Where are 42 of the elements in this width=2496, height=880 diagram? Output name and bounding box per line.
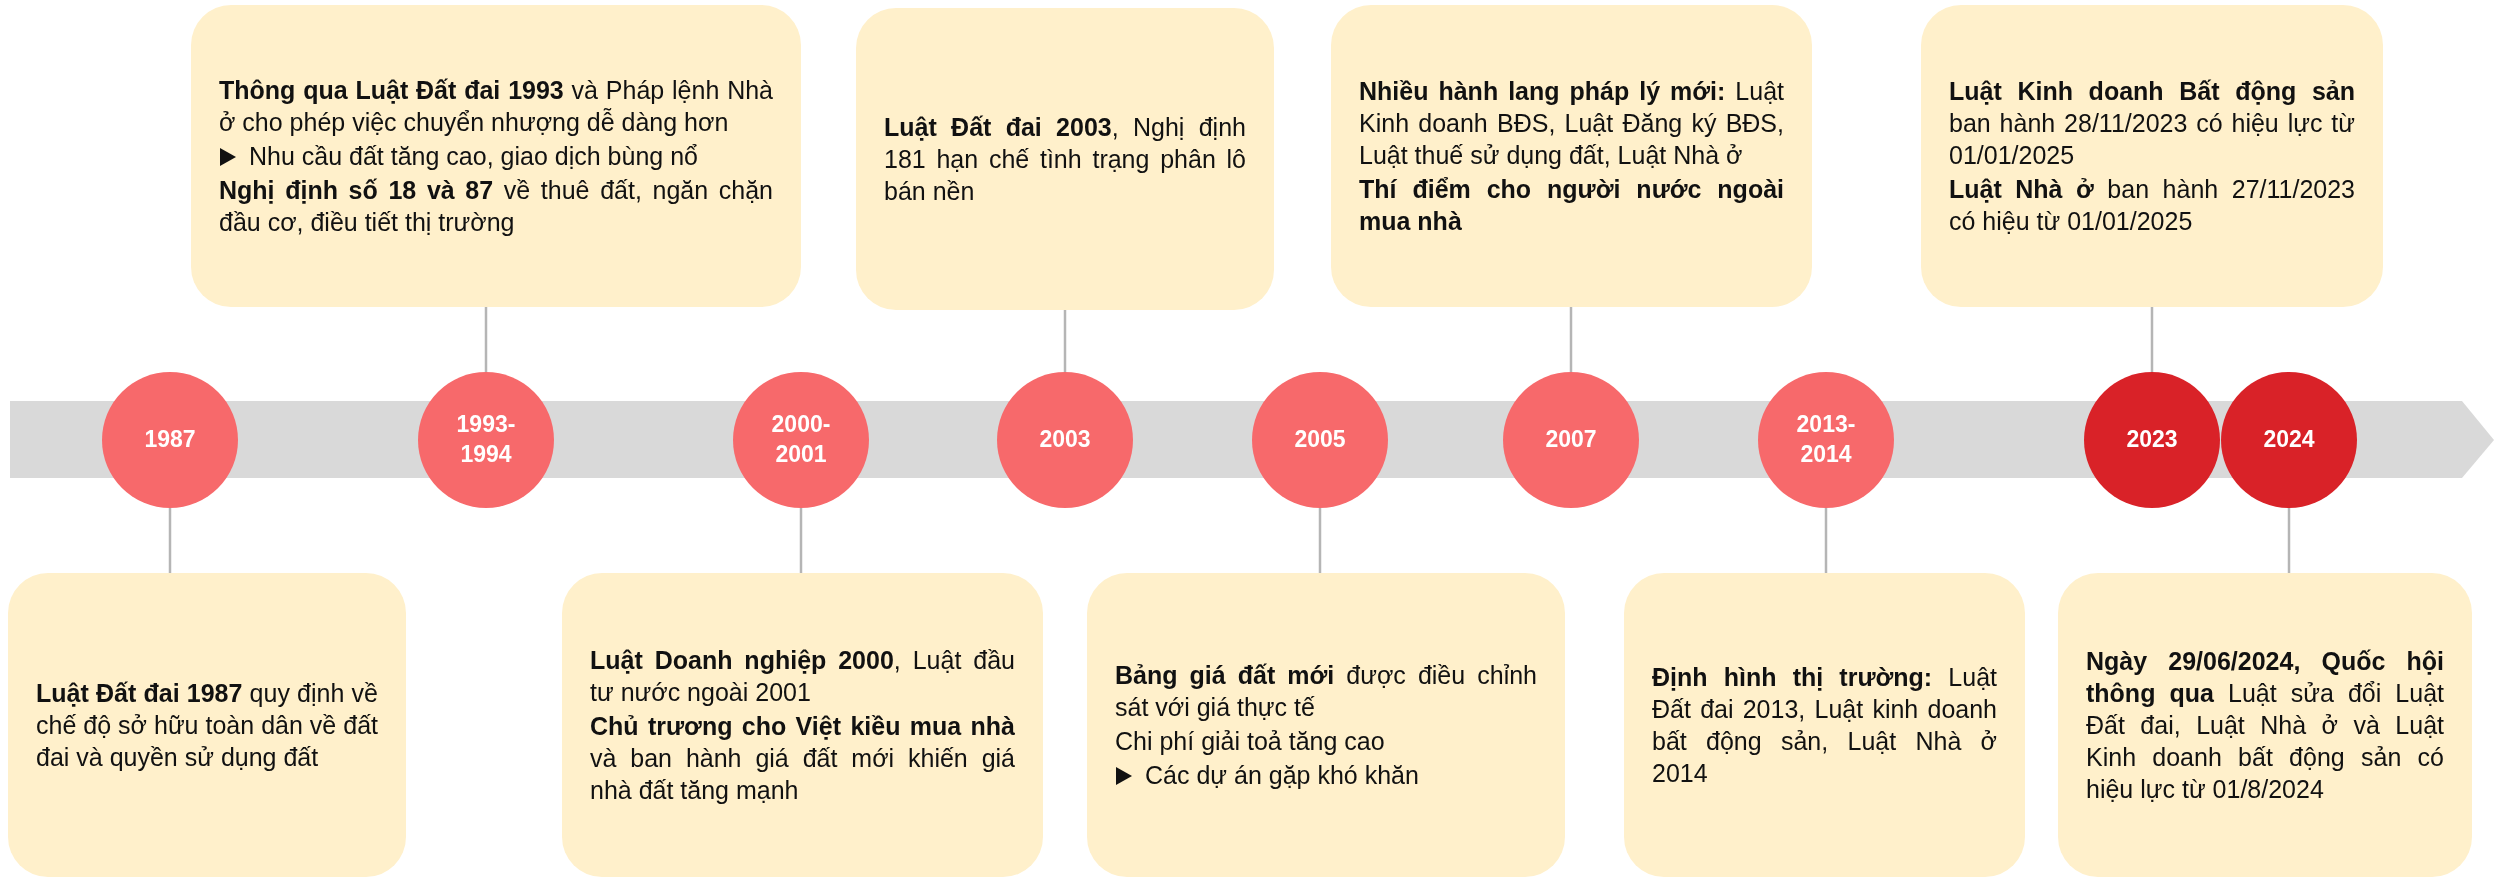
event-card (856, 8, 1274, 310)
event-card (1331, 5, 1812, 307)
card-text: Định hình thị trường: Luật Đất đai 2013, Luật kinh doanh bất động sản, Luật Nhà ở 2014 (1652, 662, 1997, 789)
leader-line (1318, 508, 1322, 573)
year-label: 2007 (1544, 425, 1598, 455)
card-text: Bảng giá đất mới được điều chỉnh sát với giá thực tế (1115, 660, 1537, 723)
event-card (8, 573, 406, 877)
bullet-text: Nhu cầu đất tăng cao, giao dịch bùng nổ (249, 141, 698, 172)
card-text: Chi phí giải toả tăng cao (1115, 726, 1386, 757)
card-text: Ngày 29/06/2024, Quốc hội thông qua Luật sửa đổi Luật Đất đai, Luật Nhà ở và Luật Kinh doanh bất động sản có hiệu lực từ 01/8/2024 (2086, 646, 2444, 805)
event-card (2058, 573, 2472, 877)
card-text: Thí điểm cho người nước ngoài mua nhà (1359, 174, 1784, 237)
year-label: 1993-1994 (455, 410, 517, 469)
year-label: 2000-2001 (770, 410, 832, 469)
leader-line (1569, 307, 1573, 372)
bullet-text: Các dự án gặp khó khăn (1145, 760, 1419, 791)
card-text: Luật Nhà ở ban hành 27/11/2023 có hiệu từ 01/01/2025 (1949, 174, 2355, 237)
year-label: 2003 (1038, 425, 1092, 455)
year-label: 2024 (2262, 425, 2316, 455)
card-text: Nhiều hành lang pháp lý mới: Luật Kinh doanh BĐS, Luật Đăng ký BĐS, Luật thuế sử dụng đất, Luật Nhà ở (1359, 76, 1784, 171)
year-label: 1987 (143, 425, 197, 455)
leader-line (168, 508, 172, 573)
year-label: 2005 (1293, 425, 1347, 455)
leader-line (2150, 307, 2154, 372)
card-text: Nghị định số 18 và 87 về thuê đất, ngăn chặn đầu cơ, điều tiết thị trường (219, 175, 773, 238)
card-text: Thông qua Luật Đất đai 1993 và Pháp lệnh Nhà ở cho phép việc chuyển nhượng dễ dàng hơn (219, 75, 773, 138)
event-card (1624, 573, 2025, 877)
leader-line (2287, 508, 2291, 573)
card-text: Chủ trương cho Việt kiều mua nhà và ban hành giá đất mới khiến giá nhà đất tăng mạnh (590, 711, 1015, 806)
leader-line (1824, 508, 1828, 573)
leader-line (1063, 310, 1067, 372)
event-card (1087, 573, 1565, 877)
card-text: Luật Đất đai 2003, Nghị định 181 hạn chế tình trạng phân lô bán nền (884, 112, 1246, 207)
card-text: Luật Đất đai 1987 quy định về chế độ sở hữu toàn dân về đất đai và quyền sử dụng đất (36, 678, 378, 773)
year-label: 2013-2014 (1795, 410, 1857, 469)
year-label: 2023 (2125, 425, 2179, 455)
leader-line (799, 508, 803, 573)
card-text: Luật Doanh nghiệp 2000, Luật đầu tư nước ngoài 2001 (590, 645, 1015, 708)
leader-line (484, 307, 488, 372)
event-card (1921, 5, 2383, 307)
event-card (562, 573, 1043, 877)
event-card (191, 5, 801, 307)
